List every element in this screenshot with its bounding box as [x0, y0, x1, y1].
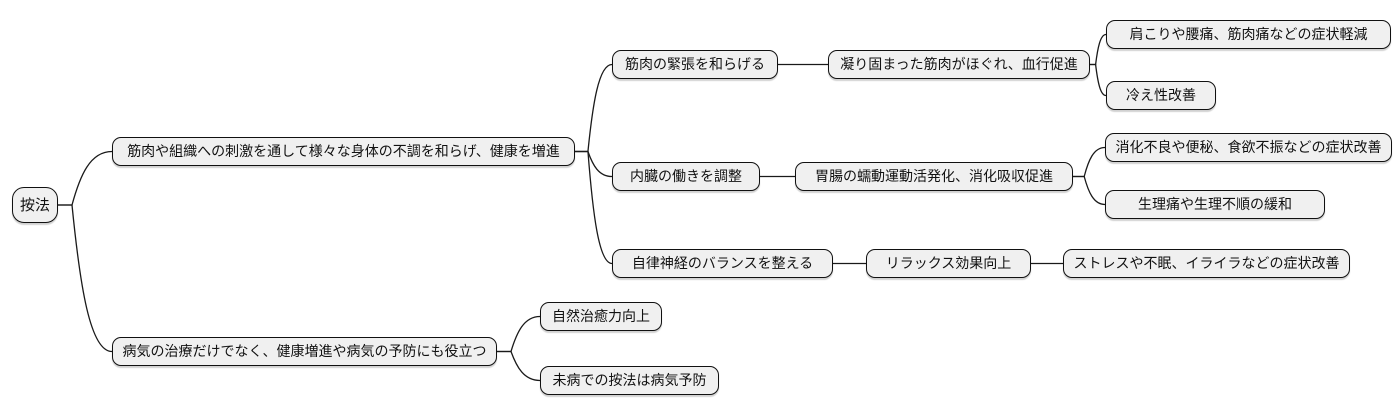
mindmap-node-a2x1[interactable]: 消化不良や便秘、食欲不振などの症状改善 [1105, 133, 1392, 162]
connector-a2x-a2x1 [1072, 146, 1106, 178]
mindmap-node-a3x[interactable]: リラックス効果向上 [866, 249, 1031, 278]
mindmap-node-a3x1[interactable]: ストレスや不眠、イライラなどの症状改善 [1063, 249, 1350, 278]
mindmap-node-root[interactable]: 按法 [12, 187, 58, 223]
connector-a1x-a1x1 [1089, 33, 1107, 66]
connector-a-a2 [574, 150, 613, 178]
mindmap-node-a[interactable]: 筋肉や組織への刺激を通して様々な身体の不調を和らげ、健康を増進 [112, 137, 575, 166]
mindmap-node-a2[interactable]: 内臓の働きを調整 [612, 162, 760, 191]
connector-a-a3 [574, 150, 613, 265]
mindmap-node-a2x2[interactable]: 生理痛や生理不順の緩和 [1105, 190, 1325, 219]
connector-a1x-a1x2 [1089, 63, 1107, 97]
connector-b-b1 [496, 315, 541, 353]
mindmap-node-b[interactable]: 病気の治療だけでなく、健康増進や病気の予防にも役立つ [112, 337, 497, 366]
connector-root-b [57, 204, 113, 353]
connector-root-a [57, 150, 113, 206]
connector-b-b2 [496, 350, 541, 382]
connector-a-a1 [574, 63, 613, 153]
mindmap-node-b1[interactable]: 自然治癒力向上 [540, 302, 662, 331]
mindmap-node-a1x1[interactable]: 肩こりや腰痛、筋肉痛などの症状軽減 [1106, 20, 1391, 49]
connector-a2x-a2x2 [1072, 175, 1106, 206]
mindmap-node-a2x[interactable]: 胃腸の蠕動運動活発化、消化吸収促進 [795, 162, 1073, 191]
mindmap-node-b2[interactable]: 未病での按法は病気予防 [540, 366, 719, 395]
mindmap-node-a3[interactable]: 自律神経のバランスを整える [612, 249, 833, 278]
mindmap-node-a1[interactable]: 筋肉の緊張を和らげる [612, 50, 778, 79]
mindmap-node-a1x2[interactable]: 冷え性改善 [1106, 81, 1216, 110]
mindmap-node-a1x[interactable]: 凝り固まった筋肉がほぐれ、血行促進 [828, 50, 1090, 79]
